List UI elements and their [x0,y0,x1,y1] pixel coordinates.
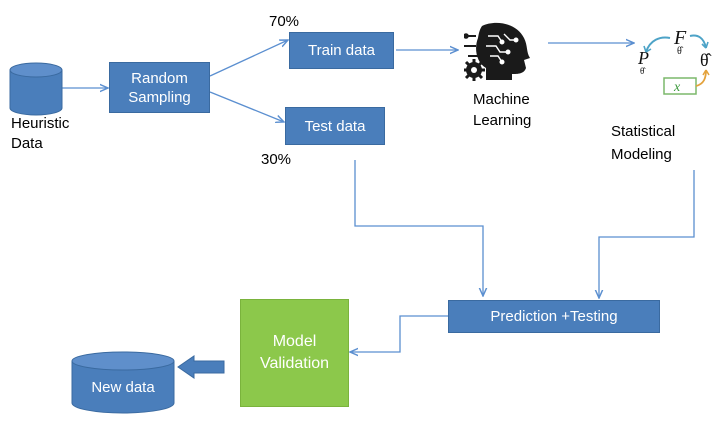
train-percentage: 70% [269,13,300,30]
arrow-sampling-to-test [209,91,284,122]
x-symbol: x [673,80,681,95]
prediction-testing-box: Prediction +Testing [448,300,660,333]
random-sampling-box: Random Sampling [109,62,210,113]
ml-brain-head-icon [464,22,530,81]
theta-hat-symbol: θ̂ [700,50,712,70]
f-theta-symbol: F [673,27,687,49]
heuristic-data-cylinder-icon [9,62,63,116]
machine-learning-label: Machine Learning [473,91,532,129]
test-percentage: 30% [261,151,292,168]
arrow-sampling-to-train [209,40,288,77]
test-data-box: Test data [285,107,385,145]
statistical-modeling-label: Statistical Modeling [611,123,676,163]
arrow-stat-to-prediction [599,170,695,298]
heuristic-data-label: Heuristic Data [11,115,70,152]
arrow-test-to-prediction [354,160,483,296]
train-data-box: Train data [289,32,394,69]
p-theta-symbol: P [637,48,649,68]
new-data-label: New data [91,379,155,396]
model-validation-box: Model Validation [240,299,349,407]
block-arrow-validation-to-newdata [177,355,225,379]
new-data-cylinder-icon [71,351,175,414]
statistical-symbols-icon: F θ̂ P θ̂ θ̂ x [637,27,712,95]
svg-text:θ̂: θ̂ [640,66,646,76]
svg-text:θ̂: θ̂ [677,46,684,57]
arrow-prediction-to-validation [350,315,448,352]
